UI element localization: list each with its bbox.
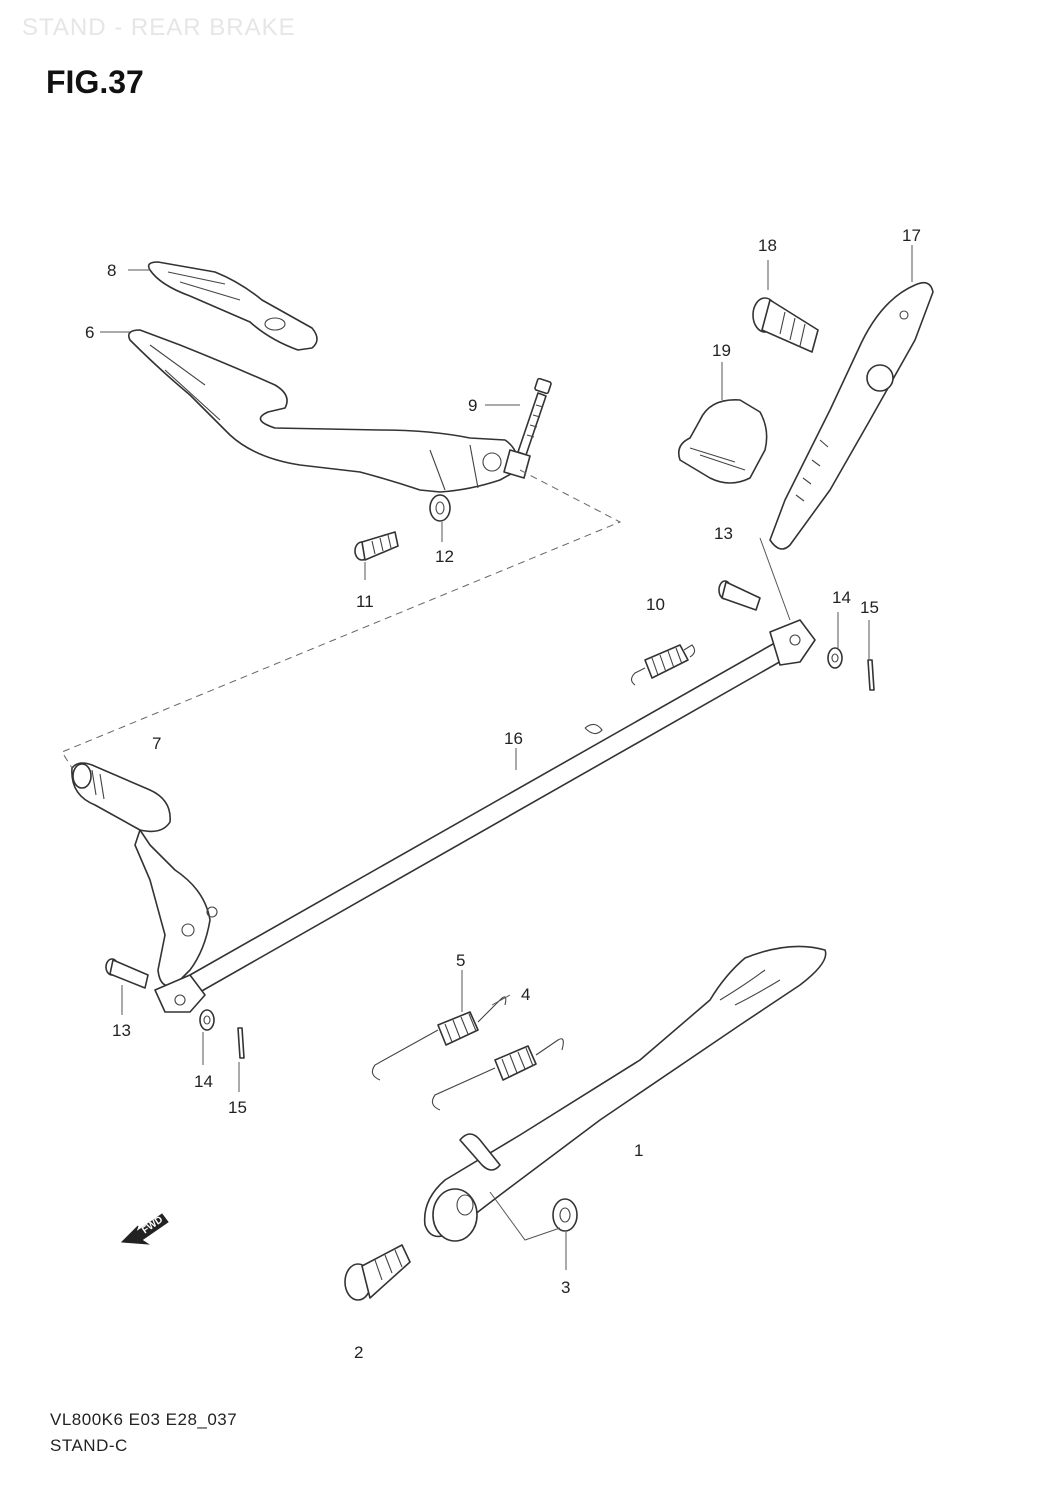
callout-19[interactable]: 19 [712, 341, 731, 360]
callout-17[interactable]: 17 [902, 226, 921, 245]
callout-5[interactable]: 5 [456, 951, 465, 970]
bolt-9 [503, 377, 552, 479]
stand-spring-5 [371, 996, 507, 1081]
callout-7[interactable]: 7 [152, 734, 161, 753]
cotter-pin-15-left [237, 1027, 245, 1059]
callout-10[interactable]: 10 [646, 595, 665, 614]
callout-8[interactable]: 8 [107, 261, 116, 280]
bushing-12 [429, 494, 451, 522]
brake-shaft-7 [71, 762, 218, 987]
side-stand-1 [423, 945, 827, 1242]
clevis-pin-13-right [718, 580, 761, 611]
brake-pedal-arm [127, 329, 520, 493]
callout-13-upper[interactable]: 13 [714, 524, 733, 543]
footrest-bolt-18 [752, 297, 819, 353]
section-title: STAND - REAR BRAKE [22, 14, 296, 41]
return-spring-10 [630, 644, 696, 686]
fwd-direction-arrow[interactable]: FWD [120, 1213, 169, 1245]
washer-14-right [827, 647, 843, 669]
stand-bolt-2 [344, 1244, 411, 1301]
callout-2[interactable]: 2 [354, 1343, 363, 1362]
stand-spring-4 [431, 1038, 564, 1111]
callout-3[interactable]: 3 [561, 1278, 570, 1297]
rod-clevis-left [154, 974, 206, 1013]
footrest-bracket-17 [769, 281, 934, 550]
callout-15-upper[interactable]: 15 [860, 598, 879, 617]
callout-1[interactable]: 1 [634, 1141, 643, 1160]
callout-14-upper[interactable]: 14 [832, 588, 851, 607]
footrest-rubber-19 [677, 399, 768, 484]
callout-12[interactable]: 12 [435, 547, 454, 566]
rod-clevis-right [769, 619, 816, 666]
washer-14-left [199, 1009, 215, 1031]
clevis-pin-13-left [105, 958, 149, 989]
brake-rod-16 [189, 639, 791, 993]
callout-14-lower[interactable]: 14 [194, 1072, 213, 1091]
leader-lines [61, 245, 913, 1270]
figure-label: FIG.37 [46, 64, 144, 100]
callout-6[interactable]: 6 [85, 323, 94, 342]
callout-13-lower[interactable]: 13 [112, 1021, 131, 1040]
callout-4[interactable]: 4 [521, 985, 530, 1004]
callout-labels: 1 2 3 4 5 6 7 8 9 10 11 12 13 13 14 14 1… [85, 226, 921, 1362]
diagram-name: STAND-C [50, 1436, 128, 1455]
callout-9[interactable]: 9 [468, 396, 477, 415]
callout-16[interactable]: 16 [504, 729, 523, 748]
pivot-bolt-11 [354, 531, 399, 561]
model-code: VL800K6 E03 E28_037 [50, 1410, 238, 1429]
callout-15-lower[interactable]: 15 [228, 1098, 247, 1117]
brake-pedal-pad [147, 261, 318, 351]
stand-bushing-3 [552, 1198, 578, 1232]
callout-11[interactable]: 11 [356, 592, 374, 611]
cotter-pin-15-right [867, 659, 875, 691]
callout-18[interactable]: 18 [758, 236, 777, 255]
